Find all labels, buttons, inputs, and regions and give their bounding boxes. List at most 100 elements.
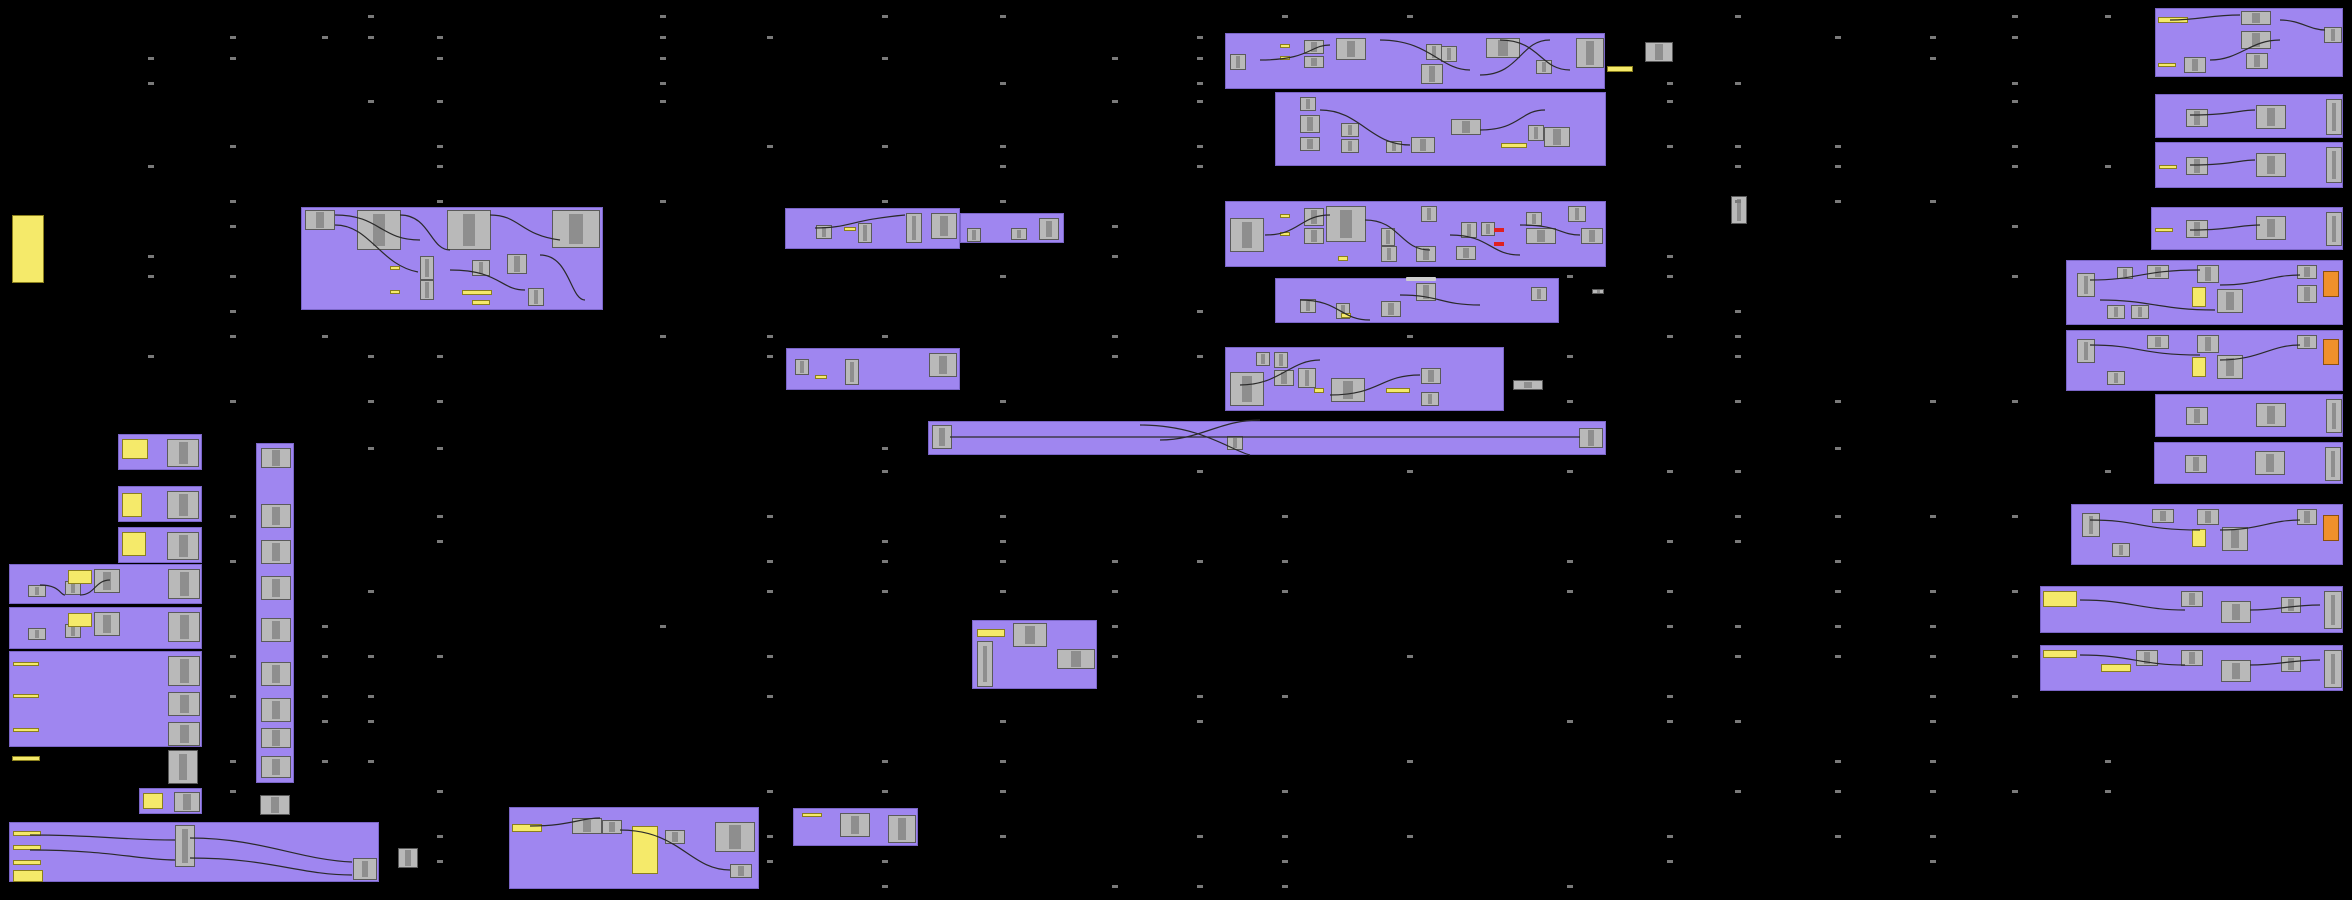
- canvas-node[interactable]: [1197, 145, 1203, 148]
- component[interactable]: [305, 210, 335, 230]
- canvas-node[interactable]: [1567, 720, 1573, 723]
- group-center-small[interactable]: [972, 620, 1097, 689]
- preview-output[interactable]: [2323, 339, 2339, 365]
- canvas-node[interactable]: [368, 760, 374, 763]
- canvas-node[interactable]: [1197, 835, 1203, 838]
- component[interactable]: [1013, 623, 1047, 647]
- component[interactable]: [2147, 335, 2169, 349]
- canvas-node[interactable]: [230, 200, 236, 203]
- component[interactable]: [1531, 287, 1547, 301]
- group-bottom-mid[interactable]: [509, 807, 759, 889]
- panel[interactable]: [1386, 388, 1410, 393]
- canvas-node[interactable]: [660, 335, 666, 338]
- canvas-node[interactable]: [767, 335, 773, 338]
- component[interactable]: [1304, 56, 1324, 68]
- canvas-node[interactable]: [2012, 790, 2018, 793]
- canvas-node[interactable]: [767, 36, 773, 39]
- preview-output[interactable]: [2323, 515, 2339, 541]
- canvas-node[interactable]: [1197, 82, 1203, 85]
- canvas-node[interactable]: [767, 560, 773, 563]
- canvas-node[interactable]: [1930, 790, 1936, 793]
- group-right-7[interactable]: [2155, 394, 2343, 437]
- panel[interactable]: [2192, 357, 2206, 377]
- component[interactable]: [1326, 206, 1366, 242]
- canvas-node[interactable]: [1567, 400, 1573, 403]
- canvas-node[interactable]: [1835, 145, 1841, 148]
- canvas-node[interactable]: [1112, 255, 1118, 258]
- canvas-node[interactable]: [1112, 625, 1118, 628]
- group-mid-4[interactable]: [786, 348, 960, 390]
- component[interactable]: [931, 213, 957, 239]
- group-right-6[interactable]: [2066, 330, 2343, 391]
- component[interactable]: [1274, 370, 1294, 386]
- component[interactable]: [2147, 265, 2169, 279]
- canvas-node[interactable]: [2012, 275, 2018, 278]
- component[interactable]: [357, 210, 401, 250]
- panel[interactable]: [2043, 591, 2077, 607]
- component-float[interactable]: [398, 848, 418, 868]
- canvas-node[interactable]: [2012, 590, 2018, 593]
- canvas-node[interactable]: [1000, 275, 1006, 278]
- component[interactable]: [1304, 40, 1324, 54]
- component[interactable]: [1039, 218, 1059, 240]
- canvas-node[interactable]: [1567, 275, 1573, 278]
- canvas-node[interactable]: [1407, 335, 1413, 338]
- canvas-node[interactable]: [882, 590, 888, 593]
- component[interactable]: [1230, 54, 1246, 70]
- panel-small[interactable]: [12, 756, 40, 761]
- canvas-node[interactable]: [322, 760, 328, 763]
- component[interactable]: [1304, 208, 1324, 226]
- component[interactable]: [1274, 352, 1288, 368]
- component[interactable]: [2186, 220, 2208, 238]
- component[interactable]: [2186, 407, 2208, 425]
- canvas-node[interactable]: [1930, 200, 1936, 203]
- component-float[interactable]: [168, 750, 198, 784]
- component[interactable]: [1230, 218, 1264, 252]
- component[interactable]: [967, 228, 981, 242]
- canvas-node[interactable]: [1197, 470, 1203, 473]
- canvas-node[interactable]: [1835, 515, 1841, 518]
- canvas-node[interactable]: [882, 335, 888, 338]
- component[interactable]: [2185, 455, 2207, 473]
- component[interactable]: [447, 210, 491, 250]
- component[interactable]: [2136, 650, 2158, 666]
- panel[interactable]: [122, 532, 146, 556]
- group-right-3[interactable]: [2155, 142, 2343, 188]
- component[interactable]: [2256, 105, 2286, 129]
- canvas-node[interactable]: [1197, 165, 1203, 168]
- panel[interactable]: [1314, 388, 1324, 393]
- canvas-node[interactable]: [437, 400, 443, 403]
- canvas-node[interactable]: [1282, 695, 1288, 698]
- canvas-node[interactable]: [2105, 760, 2111, 763]
- canvas-node[interactable]: [882, 560, 888, 563]
- canvas-node[interactable]: [1282, 515, 1288, 518]
- canvas-node[interactable]: [1112, 885, 1118, 888]
- component[interactable]: [28, 585, 46, 597]
- canvas-node[interactable]: [660, 200, 666, 203]
- component[interactable]: [167, 491, 199, 519]
- component[interactable]: [2324, 591, 2342, 629]
- component[interactable]: [2217, 355, 2243, 379]
- canvas-node[interactable]: [1930, 760, 1936, 763]
- component-float[interactable]: [1592, 289, 1604, 294]
- group-left-3[interactable]: [118, 527, 202, 563]
- preview-output[interactable]: [2323, 271, 2339, 297]
- canvas-node[interactable]: [1000, 82, 1006, 85]
- panel-stack[interactable]: [12, 215, 44, 283]
- panel[interactable]: [2158, 63, 2176, 67]
- canvas-node[interactable]: [368, 590, 374, 593]
- canvas-node[interactable]: [1567, 560, 1573, 563]
- canvas-node[interactable]: [1835, 560, 1841, 563]
- canvas-node[interactable]: [767, 145, 773, 148]
- canvas-node[interactable]: [1735, 625, 1741, 628]
- panel[interactable]: [68, 570, 92, 584]
- canvas-node[interactable]: [1112, 355, 1118, 358]
- canvas-node[interactable]: [1735, 540, 1741, 543]
- canvas-node[interactable]: [1930, 860, 1936, 863]
- canvas-node[interactable]: [230, 760, 236, 763]
- canvas-node[interactable]: [1567, 885, 1573, 888]
- component[interactable]: [94, 569, 120, 593]
- component[interactable]: [261, 728, 291, 748]
- component[interactable]: [2297, 509, 2317, 525]
- component[interactable]: [2297, 335, 2317, 349]
